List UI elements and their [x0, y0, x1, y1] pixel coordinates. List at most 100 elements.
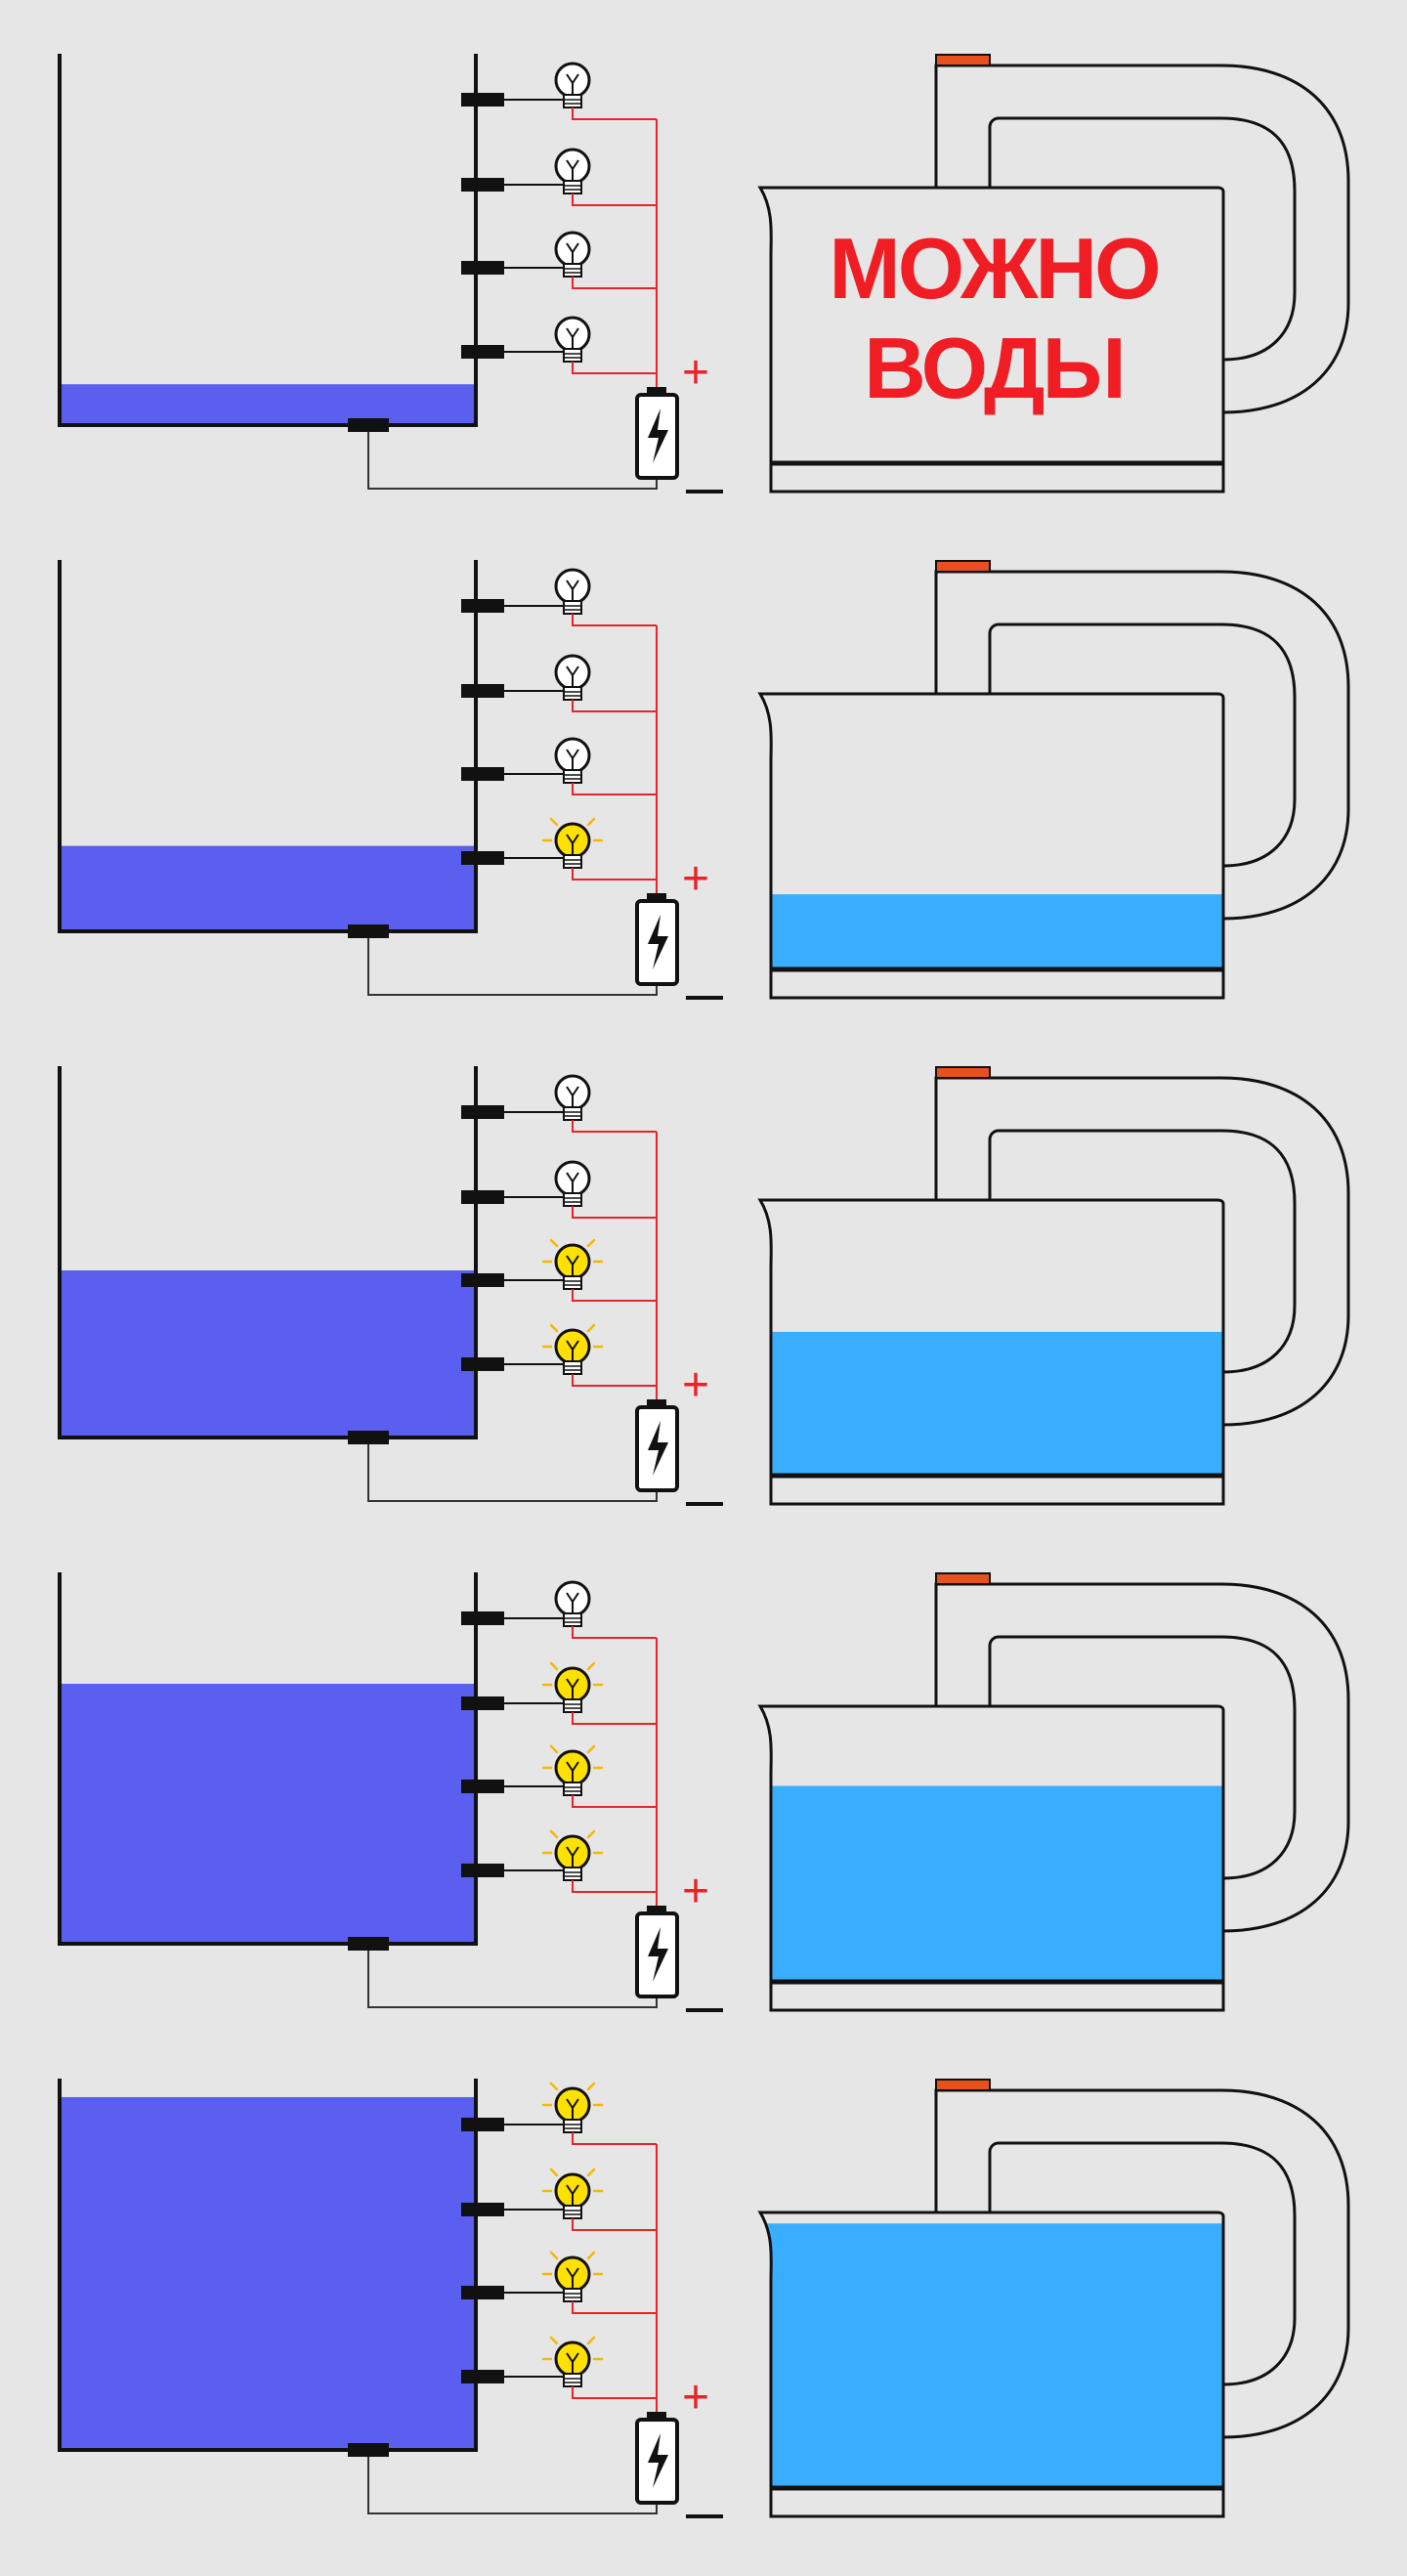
bulb-ray — [586, 2082, 596, 2091]
kettle-lid-button — [935, 54, 991, 66]
tank-walls — [58, 560, 478, 933]
bulb-ray — [549, 1323, 559, 1333]
tank: + — [58, 560, 723, 1000]
lightning-bolt-icon — [648, 408, 668, 463]
bulb-ray — [549, 2168, 559, 2177]
side-electrode — [461, 2203, 504, 2216]
bulb-base — [563, 854, 582, 869]
bulb-ray — [549, 2082, 559, 2091]
bulb-base — [563, 686, 582, 701]
tank: + — [58, 1572, 723, 2012]
bottom-electrode — [348, 1431, 389, 1444]
bulb-positive-wire — [572, 1795, 657, 1808]
bulb-filament — [566, 1255, 579, 1275]
kettle-handle-outer — [934, 1582, 1350, 1933]
battery-icon — [635, 387, 679, 480]
side-electrode — [461, 1780, 504, 1793]
bulb-ray — [549, 1829, 559, 1839]
kettle-base — [769, 1473, 1225, 1506]
side-electrode — [461, 1357, 504, 1371]
level-sensor-3 — [461, 1238, 657, 1302]
kettle-lid-button — [935, 2079, 991, 2091]
bulb-base — [563, 2373, 582, 2387]
battery-icon — [635, 893, 679, 986]
kettle-body-bg — [760, 188, 1223, 462]
panel-3: + — [58, 1066, 1350, 1506]
light-bulb-icon — [541, 1661, 604, 1713]
side-electrode — [461, 1611, 504, 1625]
kettle-handle-outer — [934, 2088, 1350, 2439]
bulb-positive-wire — [572, 1206, 657, 1219]
bulb-positive-wire — [572, 193, 657, 206]
bulb-filament — [566, 1340, 579, 1360]
light-bulb-icon — [554, 1074, 591, 1121]
tank-walls — [58, 2079, 478, 2452]
light-bulb-icon — [554, 1580, 591, 1627]
lightning-bolt-icon — [648, 2433, 668, 2488]
bulb-filament — [566, 1086, 579, 1106]
bulb-filament — [566, 665, 579, 686]
panel-5: + — [58, 2079, 1350, 2518]
side-electrode — [461, 1273, 504, 1287]
bulb-positive-wire — [572, 277, 657, 289]
light-bulb-icon — [554, 737, 591, 784]
bulb-ray — [586, 2168, 596, 2177]
bulb-filament — [566, 1846, 579, 1867]
bulb-filament — [566, 1172, 579, 1192]
tank: + — [58, 2079, 723, 2518]
light-bulb-icon — [554, 568, 591, 615]
tank: + — [58, 1066, 723, 1506]
level-sensor-1 — [461, 568, 657, 626]
level-sensor-4 — [461, 1829, 657, 1893]
level-sensor-4 — [461, 2336, 657, 2399]
side-electrode — [461, 684, 504, 698]
bulb-base — [563, 2119, 582, 2133]
light-bulb-icon — [554, 654, 591, 701]
battery-terminal — [647, 893, 666, 901]
side-electrode — [461, 345, 504, 359]
kettle-base — [769, 1979, 1225, 2012]
bulb-positive-wire — [572, 1374, 657, 1387]
bulb-base — [563, 1106, 582, 1121]
panel-2: + — [58, 560, 1350, 1000]
light-bulb-icon — [554, 148, 591, 194]
bulb-positive-wire — [572, 2386, 657, 2399]
battery-terminal — [647, 387, 666, 395]
level-sensor-1 — [461, 1580, 657, 1639]
negative-wire — [367, 938, 658, 996]
plus-sign: + — [682, 853, 709, 905]
tank-water — [60, 1684, 476, 1944]
side-electrode — [461, 1105, 504, 1119]
bulb-base — [563, 1360, 582, 1375]
level-sensor-4 — [461, 817, 657, 880]
bulb-ray — [586, 1323, 596, 1333]
light-bulb-icon — [541, 2251, 604, 2302]
side-electrode — [461, 261, 504, 275]
bulb-filament — [566, 73, 579, 94]
bulb-base — [563, 94, 582, 108]
kettle-message-line-2: ВОДЫ — [864, 320, 1124, 416]
light-bulb-icon — [541, 2082, 604, 2133]
bulb-positive-wire — [572, 2218, 657, 2231]
side-electrode — [461, 2118, 504, 2131]
tank-walls — [58, 1066, 478, 1439]
bulb-filament — [566, 327, 579, 348]
light-bulb-icon — [554, 316, 591, 363]
side-electrode — [461, 599, 504, 613]
level-sensor-3 — [461, 1744, 657, 1808]
bulb-positive-wire — [572, 362, 657, 374]
kettle-water — [760, 1785, 1223, 1981]
bulb-positive-wire — [572, 1880, 657, 1893]
bulb-positive-wire — [572, 783, 657, 795]
battery-terminal — [647, 1906, 666, 1913]
level-sensor-1 — [461, 62, 657, 120]
tank-water — [60, 2097, 476, 2450]
bulb-filament — [566, 1678, 579, 1698]
bulb-positive-wire — [572, 2301, 657, 2314]
kettle-handle-inner — [988, 116, 1297, 362]
bulb-ray — [586, 1661, 596, 1671]
light-bulb-icon — [554, 231, 591, 278]
bulb-positive-wire — [572, 1712, 657, 1725]
